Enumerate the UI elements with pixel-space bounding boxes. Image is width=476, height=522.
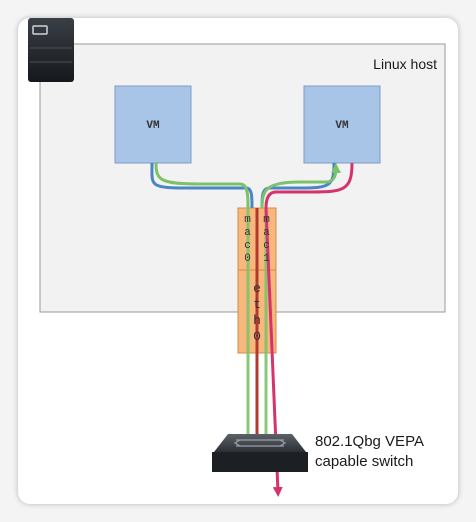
macvtap1-char-3: c [263, 240, 270, 252]
eth0-char-1: e [253, 281, 261, 296]
macvtap1-char-1: m [263, 214, 270, 226]
switch-icon [212, 434, 308, 472]
server-icon [28, 18, 74, 82]
macvtap0-char-4: 0 [244, 253, 251, 265]
vm-label-right: VM [335, 120, 349, 132]
macvtap1-char-4: 1 [263, 253, 270, 265]
vm-box-left [114, 85, 192, 164]
link-right-green [260, 163, 341, 209]
eth0-char-4: 0 [253, 329, 261, 344]
vm-label-left: VM [146, 120, 160, 132]
linux-host-label: Linux host [373, 56, 437, 72]
eth0-char-3: h [253, 313, 261, 328]
link-left-green [154, 162, 250, 209]
link-left-blue [150, 162, 254, 209]
vm-box-right [303, 85, 381, 164]
link-right-magenta [264, 162, 354, 209]
switch-label-line2: capable switch [315, 453, 413, 470]
eth0-char-2: t [253, 297, 261, 312]
macvtap0-char-2: a [244, 227, 251, 239]
macvtap0-char-1: m [244, 214, 251, 226]
macvtap0-char-3: c [244, 240, 251, 252]
macvtap1-char-2: a [263, 227, 270, 239]
switch-label-line1: 802.1Qbg VEPA [315, 433, 424, 450]
